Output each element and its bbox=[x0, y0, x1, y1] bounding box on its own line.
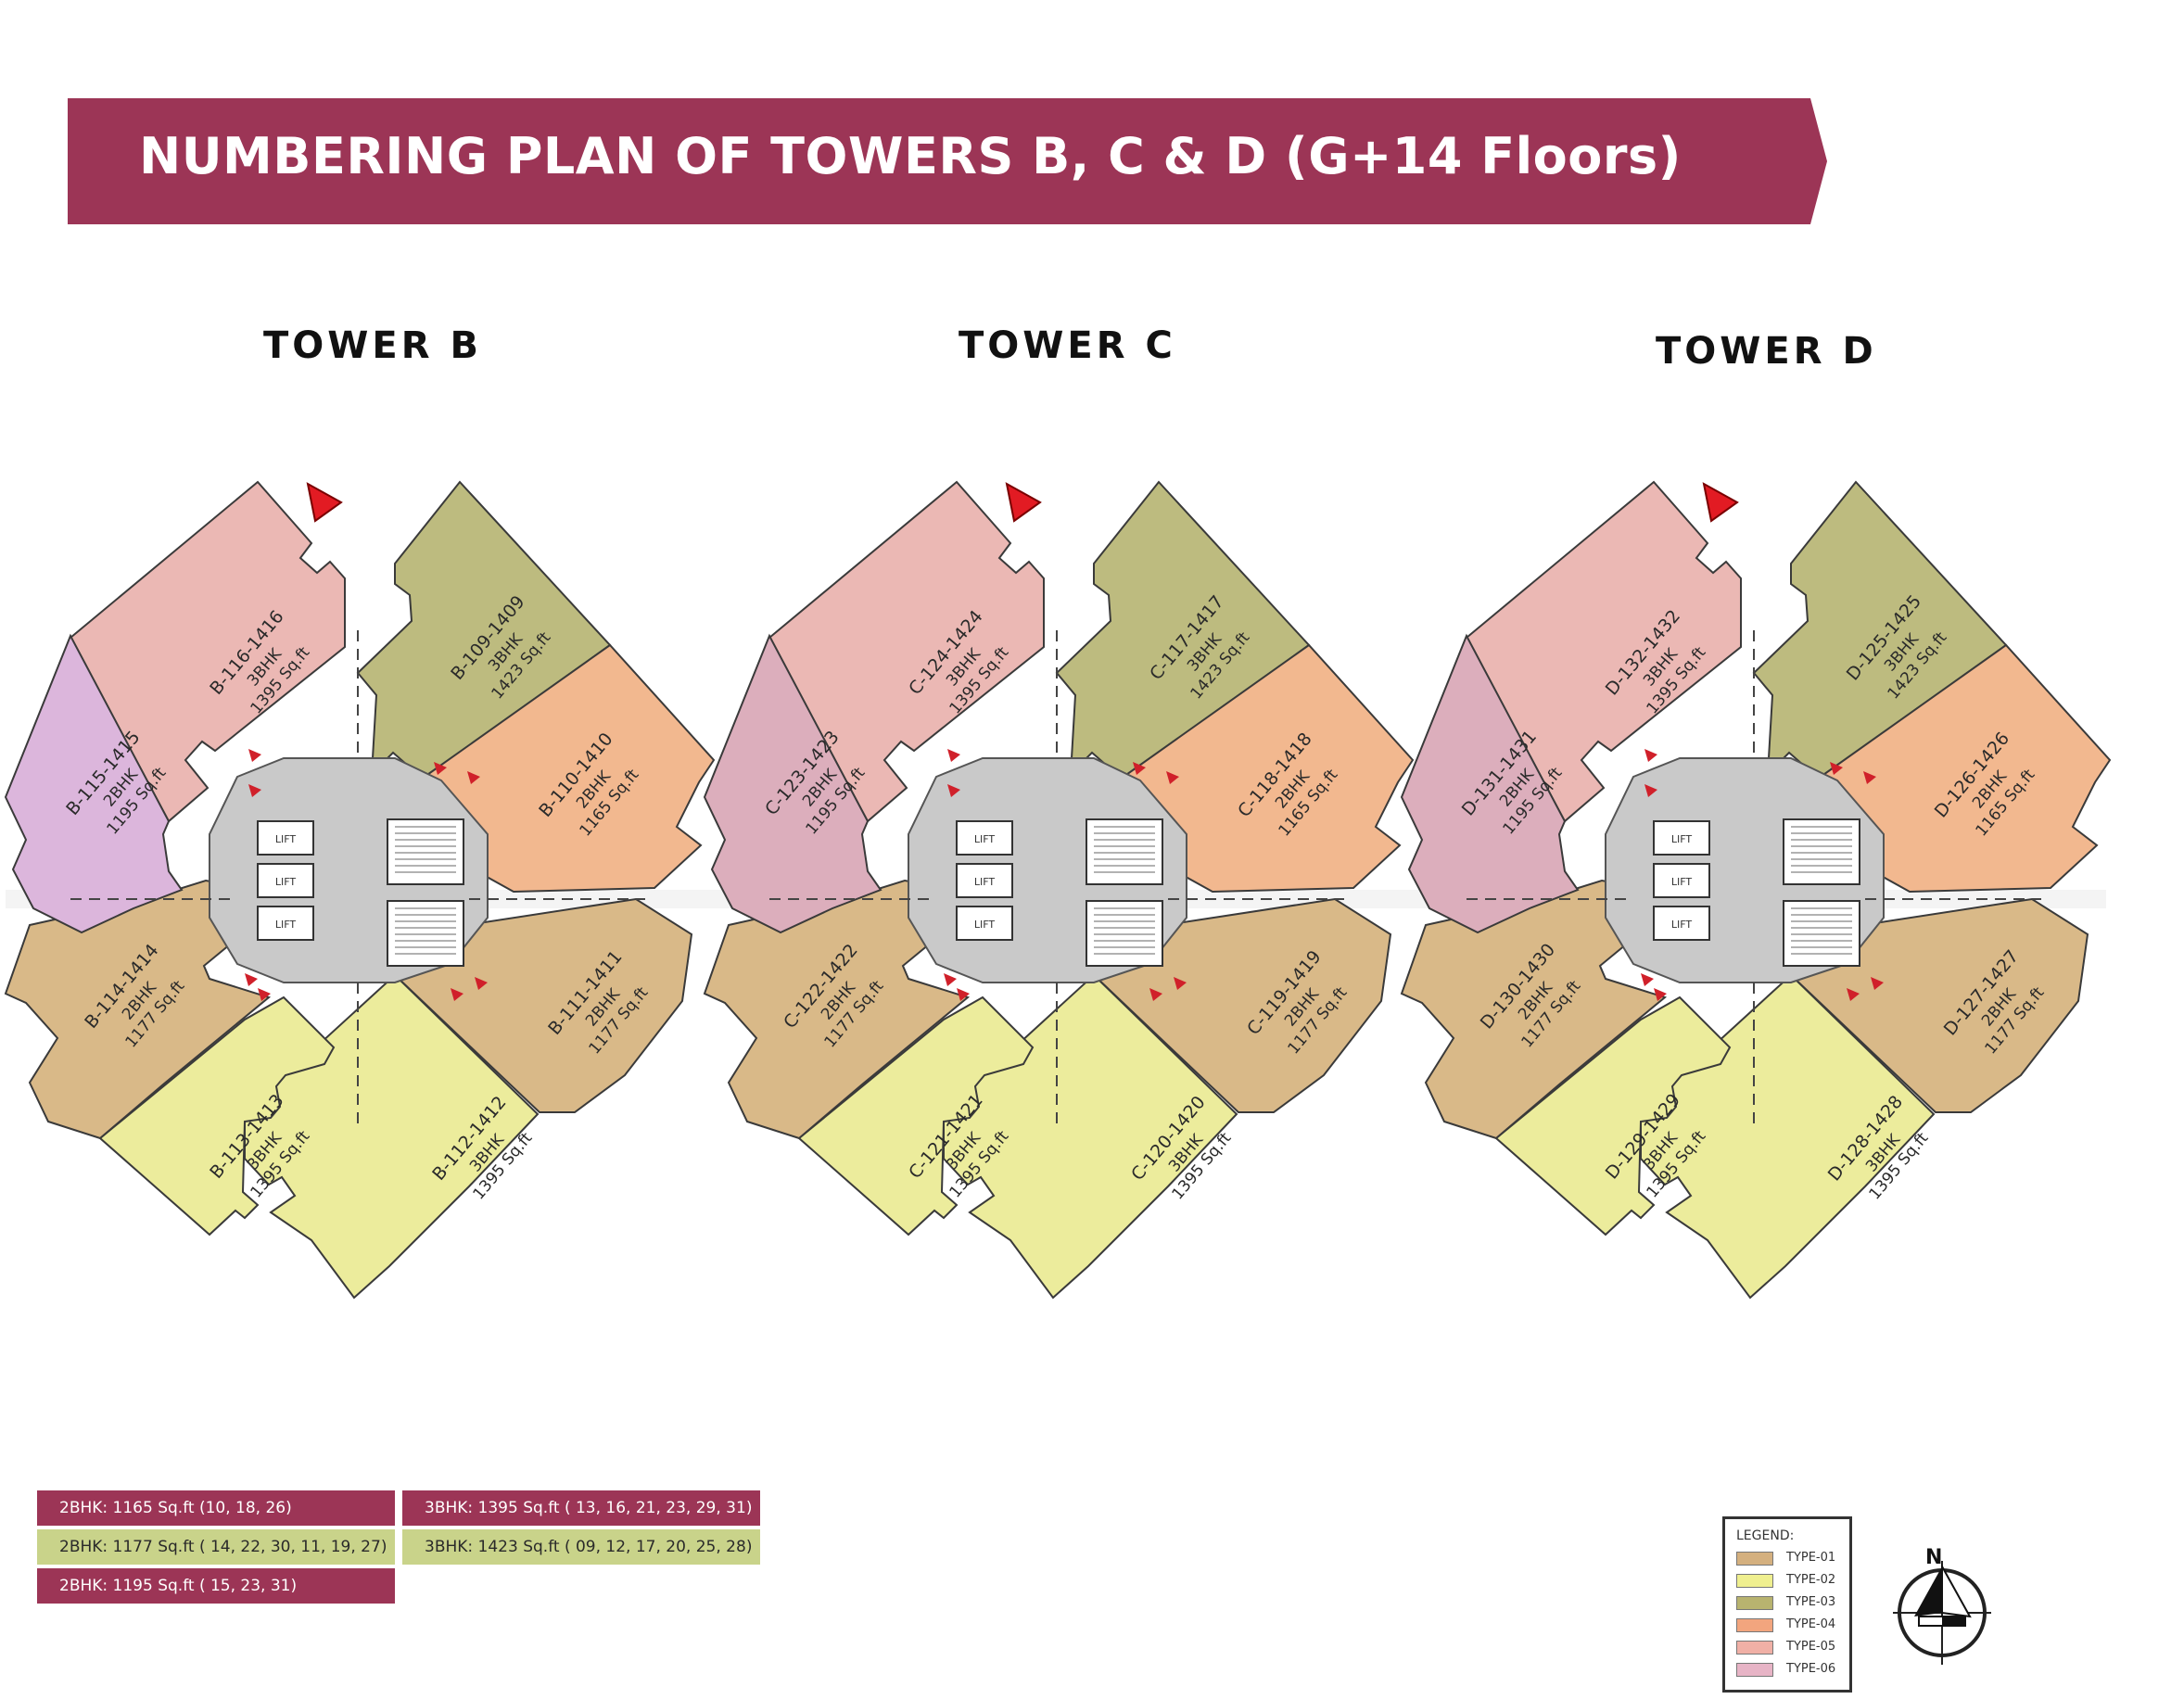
door-marker-icon bbox=[258, 988, 271, 1001]
lift-box bbox=[1653, 906, 1710, 941]
legend-swatch bbox=[1736, 1663, 1773, 1677]
door-marker-icon bbox=[1871, 977, 1884, 990]
lift-label: LIFT bbox=[275, 919, 297, 931]
entrance-marker-icon bbox=[306, 482, 343, 523]
door-marker-icon bbox=[1166, 771, 1179, 784]
lift-box bbox=[956, 863, 1013, 898]
door-marker-icon bbox=[1133, 762, 1146, 775]
lift-box bbox=[257, 906, 314, 941]
lift-box bbox=[956, 820, 1013, 856]
door-marker-icon bbox=[1847, 988, 1860, 1001]
lift-label: LIFT bbox=[1671, 919, 1693, 931]
door-marker-icon bbox=[434, 762, 447, 775]
area-legend-item: 2BHK: 1165 Sq.ft (10, 18, 26) bbox=[37, 1490, 395, 1526]
staircase bbox=[387, 900, 464, 967]
lift-box bbox=[1653, 863, 1710, 898]
legend-swatch bbox=[1736, 1641, 1773, 1655]
entrance-marker-icon bbox=[1702, 482, 1739, 523]
lift-label: LIFT bbox=[275, 833, 297, 845]
door-marker-icon bbox=[248, 749, 261, 762]
compass-north-label: N bbox=[1925, 1546, 1943, 1569]
unit-w bbox=[1400, 633, 1580, 934]
lift-label: LIFT bbox=[974, 876, 996, 888]
legend-label: TYPE-01 bbox=[1786, 1551, 1836, 1565]
type-legend: LEGEND: TYPE-01 TYPE-02 TYPE-03 TYPE-04 … bbox=[1722, 1516, 1852, 1693]
tower-d-label: TOWER D bbox=[1656, 330, 1877, 373]
unit-sw bbox=[1400, 879, 1668, 1140]
area-legend-item: 3BHK: 1423 Sq.ft ( 09, 12, 17, 20, 25, 2… bbox=[402, 1529, 760, 1565]
door-marker-icon bbox=[1644, 784, 1657, 797]
legend-label: TYPE-06 bbox=[1786, 1662, 1836, 1676]
unit-w bbox=[703, 633, 882, 934]
legend-heading: LEGEND: bbox=[1736, 1528, 1795, 1543]
lift-label: LIFT bbox=[275, 876, 297, 888]
lift-box bbox=[257, 863, 314, 898]
unit-s1 bbox=[797, 995, 1035, 1236]
door-marker-icon bbox=[957, 988, 970, 1001]
door-marker-icon bbox=[1174, 977, 1187, 990]
door-marker-icon bbox=[1654, 988, 1667, 1001]
lift-label: LIFT bbox=[1671, 876, 1693, 888]
staircase bbox=[1086, 818, 1163, 885]
door-marker-icon bbox=[947, 749, 960, 762]
door-marker-icon bbox=[245, 973, 258, 986]
lift-label: LIFT bbox=[974, 919, 996, 931]
legend-label: TYPE-05 bbox=[1786, 1640, 1836, 1654]
legend-swatch bbox=[1736, 1574, 1773, 1588]
door-marker-icon bbox=[475, 977, 488, 990]
unit-s1 bbox=[1494, 995, 1732, 1236]
lift-label: LIFT bbox=[1671, 833, 1693, 845]
door-marker-icon bbox=[1641, 973, 1654, 986]
area-legend-item: 2BHK: 1195 Sq.ft ( 15, 23, 31) bbox=[37, 1568, 395, 1604]
door-marker-icon bbox=[944, 973, 957, 986]
area-legend-item: 2BHK: 1177 Sq.ft ( 14, 22, 30, 11, 19, 2… bbox=[37, 1529, 395, 1565]
compass-icon bbox=[1893, 1561, 1991, 1665]
unit-n bbox=[768, 480, 1045, 823]
legend-label: TYPE-02 bbox=[1786, 1573, 1836, 1587]
area-legend-item: 3BHK: 1395 Sq.ft ( 13, 16, 21, 23, 29, 3… bbox=[402, 1490, 760, 1526]
staircase bbox=[1086, 900, 1163, 967]
entrance-marker-icon bbox=[1005, 482, 1042, 523]
unit-sw bbox=[703, 879, 971, 1140]
staircase bbox=[1783, 900, 1860, 967]
door-marker-icon bbox=[451, 988, 463, 1001]
unit-w bbox=[4, 633, 184, 934]
unit-s1 bbox=[98, 995, 336, 1236]
lift-box bbox=[257, 820, 314, 856]
legend-label: TYPE-04 bbox=[1786, 1617, 1836, 1631]
door-marker-icon bbox=[947, 784, 960, 797]
door-marker-icon bbox=[248, 784, 261, 797]
legend-swatch bbox=[1736, 1552, 1773, 1566]
lift-label: LIFT bbox=[974, 833, 996, 845]
door-marker-icon bbox=[1149, 988, 1162, 1001]
title-banner: NUMBERING PLAN OF TOWERS B, C & D (G+14 … bbox=[68, 98, 1827, 224]
staircase bbox=[1783, 818, 1860, 885]
legend-label: TYPE-03 bbox=[1786, 1595, 1836, 1609]
lift-box bbox=[1653, 820, 1710, 856]
banner-shape bbox=[68, 98, 1827, 224]
door-marker-icon bbox=[1863, 771, 1876, 784]
page-title: NUMBERING PLAN OF TOWERS B, C & D (G+14 … bbox=[139, 127, 1682, 185]
tower-c-label: TOWER C bbox=[959, 324, 1176, 367]
unit-n bbox=[1465, 480, 1742, 823]
door-marker-icon bbox=[1644, 749, 1657, 762]
lift-box bbox=[956, 906, 1013, 941]
legend-swatch bbox=[1736, 1596, 1773, 1610]
door-marker-icon bbox=[1830, 762, 1843, 775]
unit-sw bbox=[4, 879, 272, 1140]
tower-b-label: TOWER B bbox=[263, 324, 482, 367]
legend-swatch bbox=[1736, 1618, 1773, 1632]
door-marker-icon bbox=[467, 771, 480, 784]
staircase bbox=[387, 818, 464, 885]
unit-n bbox=[69, 480, 346, 823]
